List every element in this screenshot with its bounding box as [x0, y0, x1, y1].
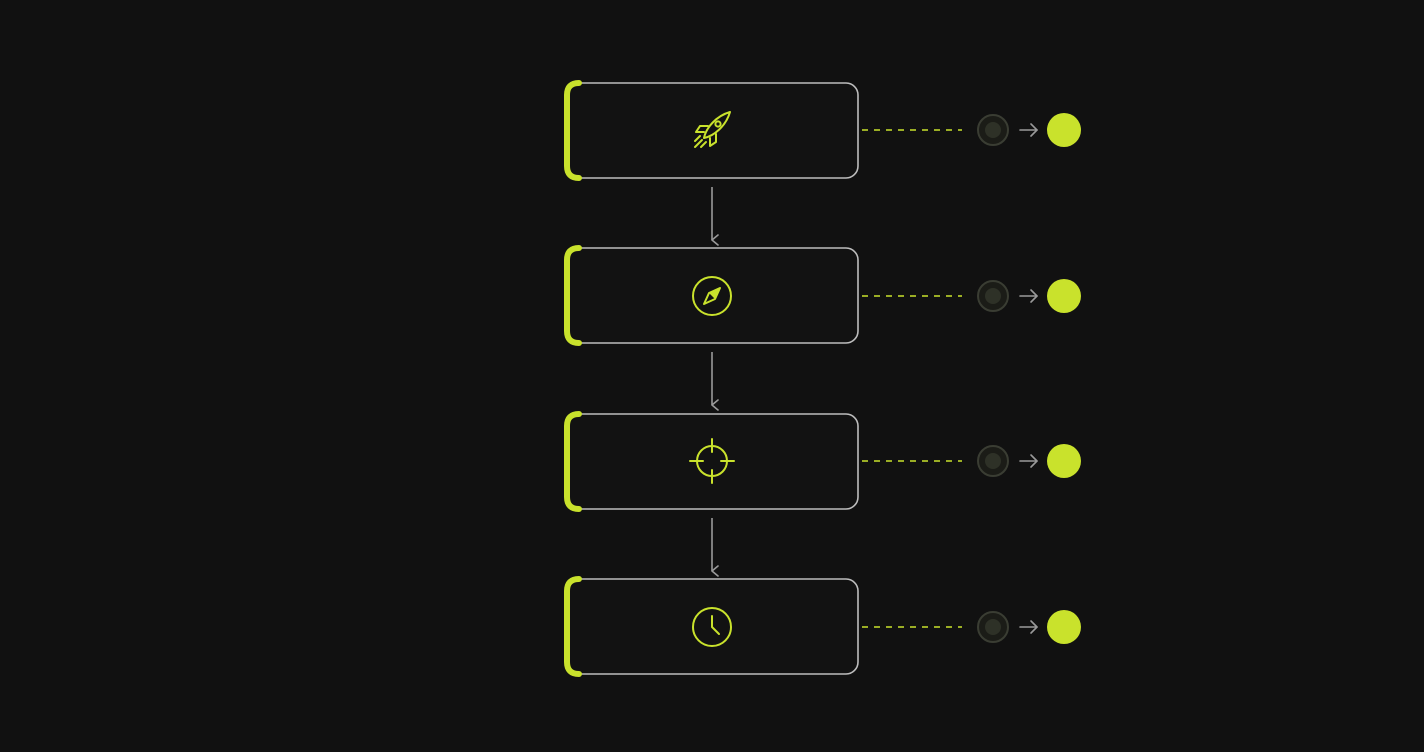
compass-icon: [692, 276, 732, 316]
status-dot-active: [1047, 279, 1081, 313]
step-3: [564, 411, 1081, 512]
step-card[interactable]: [564, 80, 859, 181]
status-dot-active: [1047, 113, 1081, 147]
status-dot-inactive: [977, 114, 1009, 146]
step-4: [564, 576, 1081, 677]
rocket-icon: [694, 111, 731, 148]
status-dot-active: [1047, 444, 1081, 478]
right-arrow-icon: [1019, 123, 1038, 137]
status-dot-active: [1047, 610, 1081, 644]
crosshair-target-icon: [689, 438, 735, 484]
right-arrow-icon: [1019, 454, 1038, 468]
status-dot-inactive: [977, 445, 1009, 477]
step-1: [564, 80, 1081, 181]
clock-icon: [692, 607, 732, 647]
status-dot-inactive: [977, 611, 1009, 643]
step-card[interactable]: [564, 411, 859, 512]
status-dot-inactive: [977, 280, 1009, 312]
right-arrow-icon: [1019, 289, 1038, 303]
step-2: [564, 245, 1081, 346]
right-arrow-icon: [1019, 620, 1038, 634]
